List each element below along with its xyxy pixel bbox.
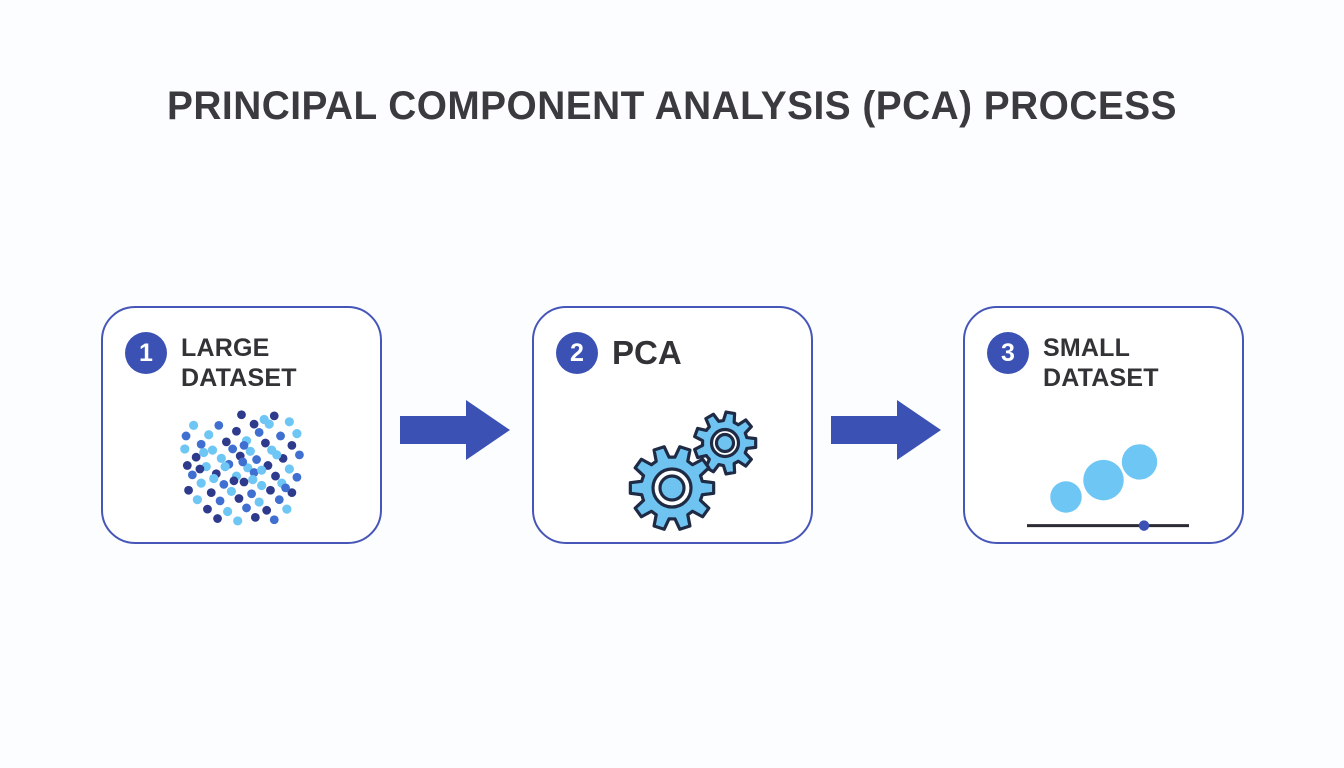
scatter-dot — [245, 446, 255, 456]
scatter-dot — [262, 505, 272, 515]
scatter-dot — [213, 514, 222, 523]
scatter-dot — [199, 447, 209, 458]
scatter-dot — [269, 515, 279, 525]
scatter-dot — [189, 420, 199, 430]
scatter-dot — [282, 504, 292, 514]
step-3-badge: 3 — [987, 332, 1029, 374]
step-2-badge: 2 — [556, 332, 598, 374]
scatter-dot — [284, 417, 294, 427]
step-2-label: PCA — [612, 333, 682, 371]
scatter-dot — [204, 430, 214, 440]
step-3-header: 3 SMALL DATASET — [987, 332, 1159, 393]
scatter-dot — [254, 497, 264, 507]
scatter-dot — [272, 450, 282, 460]
ascending-bubbles-icon — [965, 400, 1242, 542]
scatter-dot — [242, 503, 251, 513]
arrow-right-icon-2 — [831, 398, 941, 462]
scatter-dot — [261, 438, 270, 448]
scatter-dot — [221, 437, 231, 447]
scatter-dot — [192, 495, 202, 505]
step-card-3[interactable]: 3 SMALL DATASET — [963, 306, 1244, 544]
page-title: PRINCIPAL COMPONENT ANALYSIS (PCA) PROCE… — [167, 84, 1177, 128]
scatter-dot — [216, 453, 226, 463]
scatter-dot — [287, 441, 297, 450]
gears-svg — [628, 410, 758, 531]
scatter-dot — [229, 476, 239, 486]
step-3-label: SMALL DATASET — [1043, 334, 1159, 392]
scatter-dot — [237, 410, 246, 420]
scatter-dot — [259, 414, 269, 425]
step-card-2[interactable]: 2 PCA — [532, 306, 813, 544]
scatter-dot — [274, 495, 284, 505]
scatter-dot — [203, 504, 212, 514]
scatter-dot — [284, 464, 294, 474]
scatter-dot — [292, 429, 302, 439]
scatter-dot — [234, 494, 244, 503]
scatter-dot — [195, 464, 205, 474]
step-1-badge: 1 — [125, 332, 167, 374]
scatter-dot — [248, 475, 258, 485]
gears-icon — [534, 400, 811, 542]
bubble-chart-svg — [1027, 444, 1189, 531]
scatter-dot — [196, 478, 206, 488]
scatter-dot — [249, 468, 259, 477]
scatter-dot — [219, 479, 229, 489]
step-card-1[interactable]: 1 LARGE DATASET — [101, 306, 382, 544]
scatter-dot — [257, 465, 267, 475]
scatter-dot — [243, 463, 253, 473]
scatter-dot — [252, 455, 261, 464]
scatter-dot — [239, 477, 249, 487]
arrow-right-icon-1 — [400, 398, 510, 462]
bubble — [1083, 459, 1124, 501]
scatter-dot — [233, 516, 243, 526]
scatter-dot — [257, 480, 267, 491]
scatter-dot — [187, 470, 197, 480]
scatter-dot — [196, 439, 206, 449]
bubble — [1050, 481, 1082, 513]
scatter-dot — [292, 472, 302, 482]
scatter-dot — [263, 461, 273, 470]
scatter-dot — [180, 444, 190, 454]
scatter-dot — [206, 488, 216, 497]
scatter-dot — [281, 483, 290, 493]
scatter-dot — [184, 485, 193, 495]
scatter-dot — [287, 488, 297, 497]
scatter-dot — [191, 452, 201, 462]
gear-icon — [693, 410, 758, 476]
scatter-dot — [271, 471, 280, 481]
step-1-label: LARGE DATASET — [181, 334, 297, 392]
scatter-dot — [226, 486, 236, 497]
scatter-cloud-icon — [103, 400, 380, 542]
scatter-dot — [269, 411, 279, 421]
scatter-dot — [276, 431, 285, 441]
scatter-dot — [181, 431, 191, 441]
scatter-dot — [214, 420, 224, 430]
scatter-dot — [247, 489, 256, 499]
gear-icon — [628, 445, 716, 531]
scatter-dot — [239, 441, 249, 450]
scatter-dot — [207, 445, 218, 455]
scatter-dot — [295, 450, 304, 460]
step-1-header: 1 LARGE DATASET — [125, 332, 297, 393]
scatter-dot — [250, 512, 260, 522]
scatter-dot — [209, 473, 219, 484]
baseline-marker-dot — [1138, 520, 1150, 531]
scatter-dot — [232, 426, 241, 436]
scatter-dot — [249, 419, 259, 429]
scatter-dot — [238, 457, 248, 467]
scatter-dot — [215, 496, 225, 506]
scatter-plot-svg — [180, 410, 304, 526]
scatter-dot — [228, 444, 238, 454]
scatter-dot — [254, 428, 264, 437]
bubble — [1121, 444, 1158, 480]
scatter-dot — [182, 461, 192, 470]
scatter-dot — [223, 506, 233, 517]
scatter-dot — [220, 462, 230, 472]
scatter-dot — [266, 485, 275, 495]
step-2-header: 2 PCA — [556, 332, 682, 374]
